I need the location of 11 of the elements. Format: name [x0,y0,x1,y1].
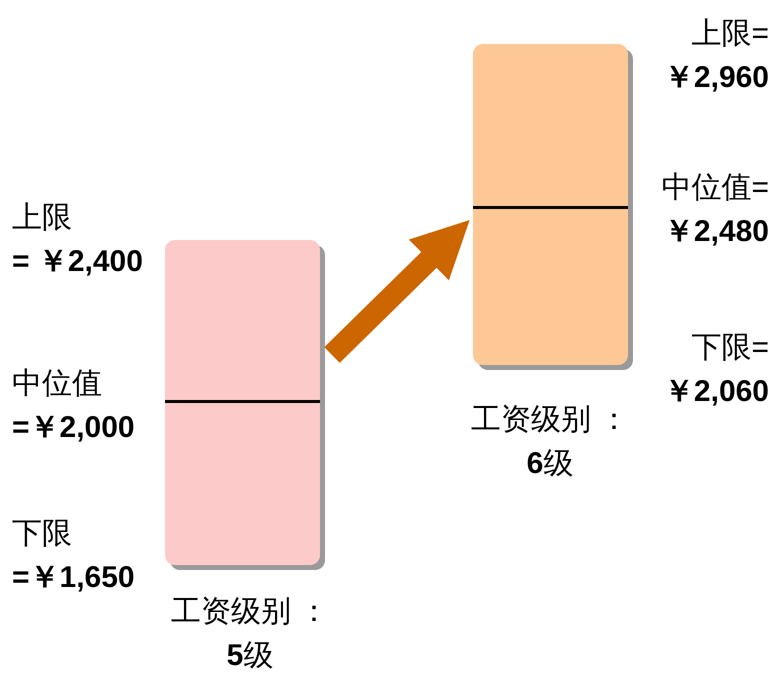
range-value-label: 上限= ￥2,960 [662,16,769,96]
grade-label: 工资级别 ：5级 [170,594,330,674]
grade-label: 工资级别 ：6级 [470,402,630,482]
range-value-label: 中位值= ￥2,480 [660,170,769,250]
pay-range-bar [473,44,628,365]
range-value-label: 下限 =￥1,650 [12,516,136,596]
arrow [324,220,470,363]
range-value-label: 上限 = ￥2,400 [12,200,144,280]
range-value-label: 中位值 =￥2,000 [12,366,136,446]
pay-range-bar [165,240,320,565]
range-value-label: 下限= ￥2,060 [662,330,769,410]
